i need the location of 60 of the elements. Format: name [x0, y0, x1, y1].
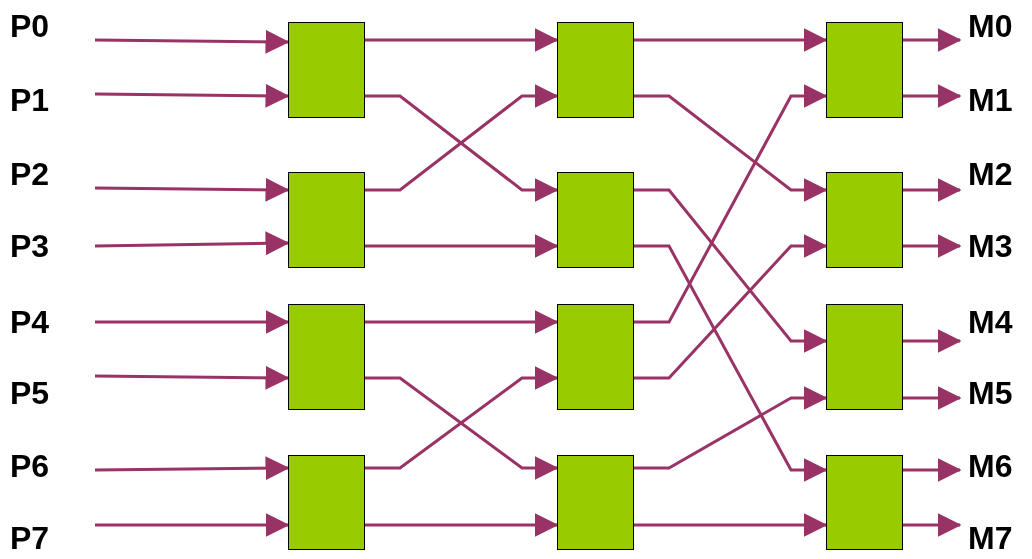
input-label: P7	[10, 522, 95, 558]
arrow	[634, 513, 828, 537]
output-label: M2	[960, 158, 1028, 194]
input-label: P3	[10, 230, 95, 266]
input-label: P5	[10, 377, 95, 413]
arrow	[94, 231, 290, 256]
arrow	[634, 234, 828, 380]
switch-box	[557, 172, 634, 268]
arrow	[365, 234, 559, 258]
arrow	[365, 513, 559, 537]
output-label: M6	[960, 450, 1028, 486]
arrow	[634, 94, 828, 202]
arrow	[95, 456, 290, 481]
arrow	[903, 84, 962, 108]
arrow	[95, 365, 290, 390]
switch-box	[288, 304, 365, 410]
input-label: P4	[10, 306, 95, 342]
input-label: P1	[10, 84, 95, 120]
arrow	[634, 84, 828, 324]
arrow	[95, 177, 290, 202]
switch-box	[288, 455, 365, 550]
switch-box	[826, 172, 903, 268]
switch-box	[826, 304, 903, 410]
input-label: P6	[10, 450, 95, 486]
arrow	[903, 513, 962, 537]
switch-box	[826, 22, 903, 118]
arrow	[903, 458, 962, 482]
output-label: M7	[960, 522, 1028, 558]
switch-box	[557, 22, 634, 118]
arrow	[365, 366, 559, 470]
switch-box	[826, 455, 903, 550]
switch-box	[288, 22, 365, 118]
arrow	[365, 84, 559, 192]
arrow	[95, 83, 290, 108]
arrow	[903, 234, 962, 258]
output-label: M1	[960, 84, 1028, 120]
switch-box	[557, 455, 634, 550]
arrow	[365, 28, 559, 52]
output-label: M3	[960, 230, 1028, 266]
input-label: P2	[10, 158, 95, 194]
arrow	[365, 376, 559, 480]
arrow	[903, 329, 962, 353]
arrow	[95, 29, 290, 54]
arrow	[903, 28, 962, 52]
output-label: M0	[960, 10, 1028, 46]
arrow	[95, 310, 290, 334]
output-label: M4	[960, 306, 1028, 342]
arrow	[634, 28, 828, 52]
input-label: P0	[10, 10, 95, 46]
arrow	[95, 513, 290, 537]
arrow	[634, 188, 828, 353]
output-label: M5	[960, 377, 1028, 413]
switch-box	[288, 172, 365, 268]
switch-box	[557, 304, 634, 410]
arrow	[903, 386, 962, 410]
arrow	[365, 94, 559, 202]
arrow	[634, 244, 828, 482]
arrow	[903, 178, 962, 202]
arrow	[634, 386, 828, 470]
arrow	[365, 310, 559, 334]
